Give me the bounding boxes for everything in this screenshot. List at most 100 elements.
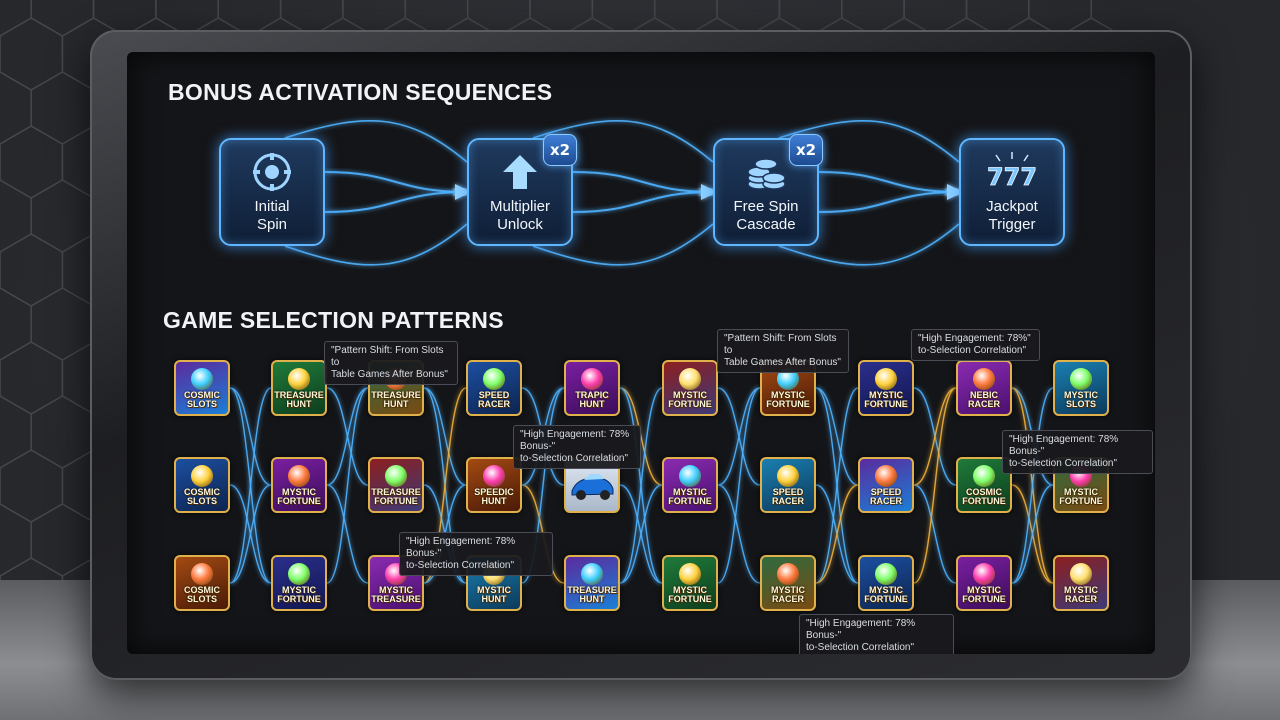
selection-section-title: GAME SELECTION PATTERNS (163, 307, 504, 333)
stage-label: Free Spin Cascade (733, 198, 799, 233)
game-tile-label: NEBIC RACER (967, 390, 1000, 409)
game-emblem-icon (973, 465, 995, 487)
game-tile[interactable]: TREASURE HUNT (271, 360, 327, 416)
game-tile[interactable]: SPEED RACER (858, 457, 914, 513)
stage-multiplier-unlock[interactable]: x2 Multiplier Unlock (467, 134, 577, 246)
game-emblem-icon (875, 563, 897, 585)
callout-high-engagement: "High Engagement: 78%" to-Selection Corr… (911, 329, 1040, 361)
game-tile-label: MYSTIC RACER (770, 585, 805, 604)
game-tile[interactable]: MYSTIC RACER (760, 555, 816, 611)
multiplier-badge: x2 (543, 134, 577, 166)
game-tile-label: COSMIC SLOTS (184, 487, 220, 506)
game-tile[interactable]: MYSTIC FORTUNE (956, 555, 1012, 611)
game-tile[interactable]: COSMIC SLOTS (174, 360, 230, 416)
game-emblem-icon (777, 368, 799, 390)
game-tile[interactable]: COSMIC SLOTS (174, 457, 230, 513)
game-tile[interactable]: MYSTIC FORTUNE (662, 457, 718, 513)
gear-icon (253, 153, 291, 191)
monitor-screen: BONUS ACTIVATION SEQUENCES Initial Spin … (127, 52, 1155, 654)
game-emblem-icon (483, 465, 505, 487)
game-emblem-icon (581, 368, 603, 390)
game-tile-label: MYSTIC FORTUNE (668, 585, 712, 604)
game-tile-label: MYSTIC FORTUNE (766, 390, 810, 409)
game-emblem-icon (875, 465, 897, 487)
game-tile-label: TREASURE HUNT (274, 390, 324, 409)
game-tile-label: MYSTIC FORTUNE (1059, 487, 1103, 506)
svg-text:777: 777 (987, 163, 1037, 191)
game-tile-label: COSMIC SLOTS (184, 390, 220, 409)
game-tile-label: MYSTIC FORTUNE (864, 585, 908, 604)
multiplier-badge: x2 (789, 134, 823, 166)
game-emblem-icon (679, 563, 701, 585)
game-tile[interactable]: MYSTIC FORTUNE (271, 457, 327, 513)
game-emblem-icon (288, 465, 310, 487)
game-tile[interactable]: TRAPIC HUNT (564, 360, 620, 416)
game-emblem-icon (483, 368, 505, 390)
game-emblem-icon (973, 368, 995, 390)
game-tile[interactable]: SPEEDIC HUNT (466, 457, 522, 513)
game-tile[interactable]: NEBIC RACER (956, 360, 1012, 416)
callout-high-engagement: "High Engagement: 78% Bonus-" to-Selecti… (799, 614, 954, 654)
game-emblem-icon (1070, 368, 1092, 390)
game-tile-label: MYSTIC TREASURE (371, 585, 421, 604)
game-emblem-icon (679, 368, 701, 390)
game-tile[interactable]: SPEED RACER (466, 360, 522, 416)
game-tile-label: MYSTIC FORTUNE (277, 487, 321, 506)
game-emblem-icon (777, 465, 799, 487)
stage-jackpot-trigger[interactable]: 777 Jackpot Trigger (959, 138, 1065, 246)
game-tile-label: SPEEDIC HUNT (474, 487, 514, 506)
game-tile[interactable]: MYSTIC FORTUNE (662, 555, 718, 611)
game-tile-label: SPEED RACER (771, 487, 804, 506)
callout-high-engagement: "High Engagement: 78% Bonus-" to-Selecti… (513, 425, 641, 469)
callout-pattern-shift: "Pattern Shift: From Slots to Table Game… (324, 341, 458, 385)
game-tile-label: MYSTIC FORTUNE (864, 390, 908, 409)
game-emblem-icon (679, 465, 701, 487)
stage-label: Multiplier Unlock (489, 198, 550, 233)
stage-initial-spin[interactable]: Initial Spin (219, 138, 325, 246)
game-tile[interactable]: MYSTIC FORTUNE (858, 555, 914, 611)
game-emblem-icon (385, 465, 407, 487)
game-tile-label: MYSTIC FORTUNE (668, 487, 712, 506)
up-arrow-icon (503, 155, 537, 189)
game-emblem-icon (191, 368, 213, 390)
game-tile-label: MYSTIC FORTUNE (277, 585, 321, 604)
game-tile[interactable]: MYSTIC RACER (1053, 555, 1109, 611)
callout-high-engagement: "High Engagement: 78% Bonus-" to-Selecti… (1002, 430, 1153, 474)
game-tile[interactable]: SPEED RACER (760, 457, 816, 513)
game-emblem-icon (191, 563, 213, 585)
game-tile[interactable]: MYSTIC SLOTS (1053, 360, 1109, 416)
game-tile-label: TREASURE HUNT (371, 390, 421, 409)
game-emblem-icon (875, 368, 897, 390)
game-tile[interactable]: MYSTIC FORTUNE (858, 360, 914, 416)
callout-high-engagement: "High Engagement: 78% Bonus-" to-Selecti… (399, 532, 553, 576)
game-tile[interactable]: TREASURE HUNT (564, 555, 620, 611)
game-emblem-icon (1070, 563, 1092, 585)
race-car-icon (571, 474, 614, 500)
game-tile-label: COSMIC FORTUNE (962, 487, 1006, 506)
game-tile-label: SPEED RACER (869, 487, 902, 506)
stage-label: Jackpot Trigger (986, 198, 1038, 233)
game-tile-label: SPEED RACER (477, 390, 510, 409)
game-emblem-icon (191, 465, 213, 487)
coin-stack-icon (747, 158, 786, 190)
game-tile-label: MYSTIC FORTUNE (962, 585, 1006, 604)
game-emblem-icon (288, 563, 310, 585)
bonus-section-title: BONUS ACTIVATION SEQUENCES (168, 79, 553, 105)
game-tile[interactable]: MYSTIC FORTUNE (662, 360, 718, 416)
game-tile-label: MYSTIC RACER (1063, 585, 1098, 604)
game-emblem-icon (581, 563, 603, 585)
game-tile[interactable]: TREASURE FORTUNE (368, 457, 424, 513)
game-tile-label: MYSTIC HUNT (476, 585, 511, 604)
stage-label: Initial Spin (254, 198, 290, 233)
game-tile[interactable]: MYSTIC FORTUNE (271, 555, 327, 611)
game-tile-label: TRAPIC HUNT (575, 390, 609, 409)
game-tile[interactable]: COSMIC SLOTS (174, 555, 230, 611)
stage-free-spin-cascade[interactable]: x2 Free Spin Cascade (713, 134, 823, 246)
game-tile-label: TREASURE FORTUNE (371, 487, 421, 506)
game-emblem-icon (288, 368, 310, 390)
game-emblem-icon (973, 563, 995, 585)
777-icon: 777 (987, 152, 1037, 191)
game-tile-label: MYSTIC SLOTS (1063, 390, 1098, 409)
game-tile-label: COSMIC SLOTS (184, 585, 220, 604)
callout-pattern-shift: "Pattern Shift: From Slots to Table Game… (717, 329, 849, 373)
